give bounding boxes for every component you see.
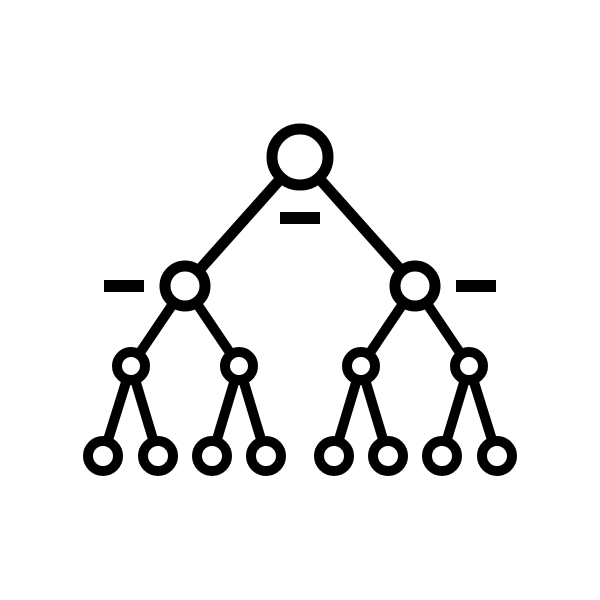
tree-edges <box>98 151 502 461</box>
node-l1-right <box>389 260 441 312</box>
node-leaf-5 <box>314 436 354 476</box>
node-l2-3 <box>342 347 380 385</box>
node-leaf-1 <box>83 436 123 476</box>
node-leaf-6 <box>368 436 408 476</box>
level-dashes <box>104 212 496 292</box>
node-l1-left <box>159 260 211 312</box>
node-root <box>266 123 334 191</box>
node-leaf-7 <box>422 436 462 476</box>
node-leaf-2 <box>138 436 178 476</box>
node-l2-2 <box>220 347 258 385</box>
node-leaf-3 <box>192 436 232 476</box>
node-l2-4 <box>450 347 488 385</box>
tree-nodes <box>83 123 517 476</box>
node-l2-1 <box>112 347 150 385</box>
node-leaf-4 <box>246 436 286 476</box>
node-leaf-8 <box>477 436 517 476</box>
